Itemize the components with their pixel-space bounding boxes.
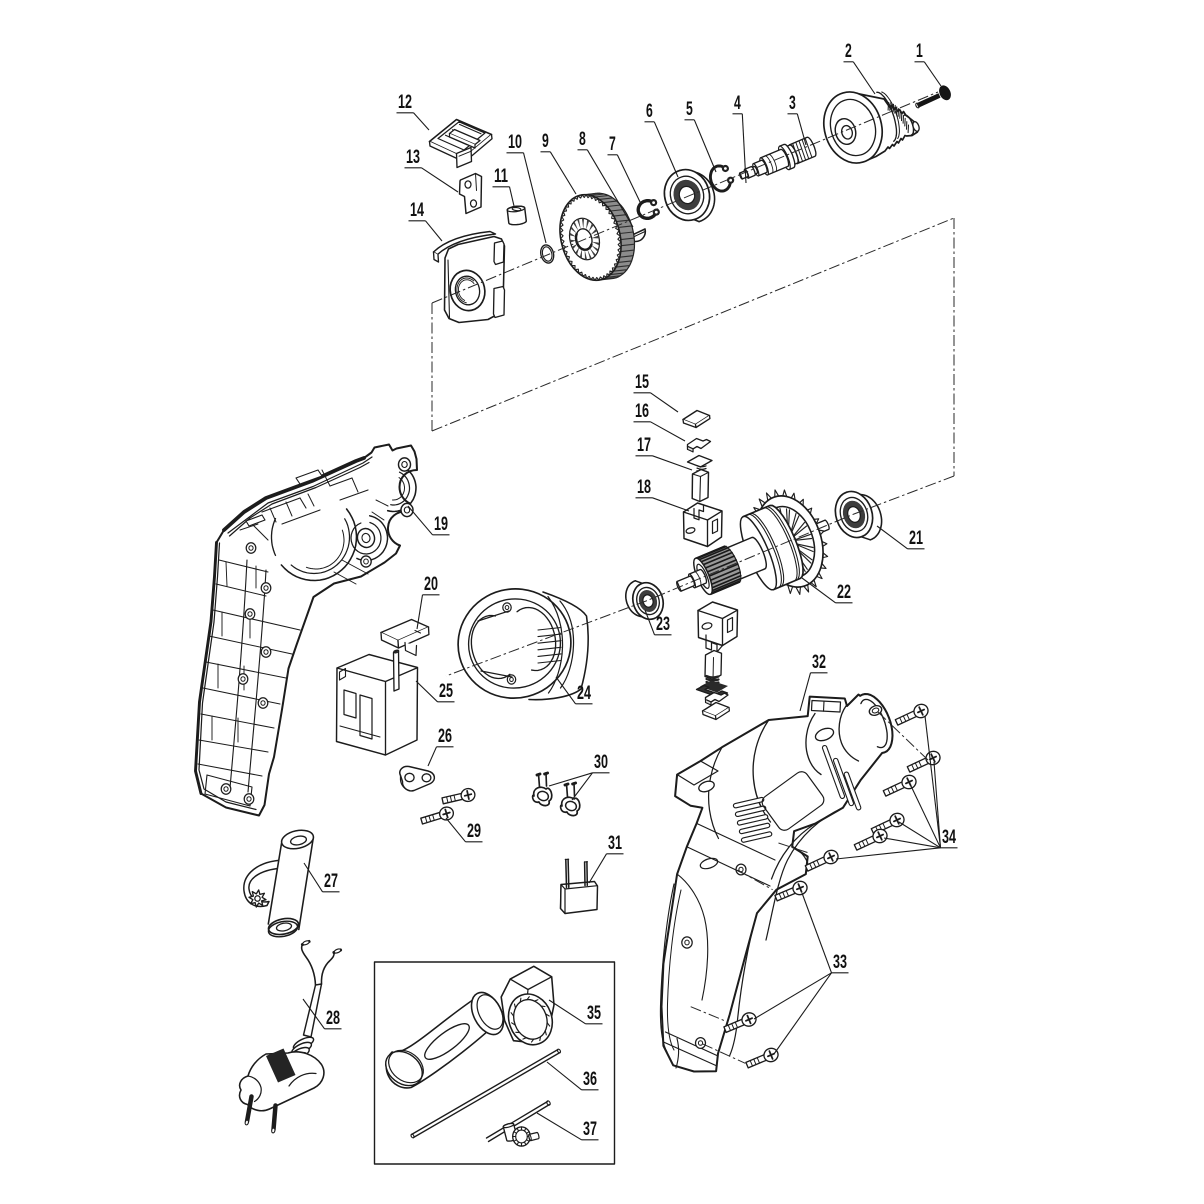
svg-text:23: 23 <box>656 614 670 635</box>
svg-text:33: 33 <box>833 952 847 973</box>
svg-text:24: 24 <box>577 683 591 704</box>
svg-text:10: 10 <box>508 132 522 153</box>
svg-text:18: 18 <box>637 477 651 498</box>
svg-text:20: 20 <box>424 574 438 595</box>
svg-text:25: 25 <box>439 681 453 702</box>
svg-text:1: 1 <box>916 41 923 62</box>
svg-text:26: 26 <box>438 726 452 747</box>
svg-text:7: 7 <box>609 134 616 155</box>
svg-text:15: 15 <box>635 372 649 393</box>
svg-text:28: 28 <box>326 1008 340 1029</box>
svg-text:37: 37 <box>583 1119 597 1140</box>
svg-text:31: 31 <box>608 833 622 854</box>
svg-text:21: 21 <box>909 528 923 549</box>
svg-text:29: 29 <box>467 821 481 842</box>
svg-text:30: 30 <box>594 752 608 773</box>
svg-text:5: 5 <box>686 99 693 120</box>
svg-text:35: 35 <box>587 1003 601 1024</box>
svg-text:27: 27 <box>324 871 338 892</box>
svg-text:8: 8 <box>579 129 586 150</box>
svg-text:3: 3 <box>789 93 796 114</box>
svg-text:11: 11 <box>494 166 508 187</box>
svg-text:6: 6 <box>646 101 653 122</box>
svg-text:22: 22 <box>837 582 851 603</box>
svg-text:34: 34 <box>942 827 956 848</box>
svg-text:14: 14 <box>410 200 424 221</box>
svg-text:16: 16 <box>635 401 649 422</box>
svg-text:2: 2 <box>845 41 852 62</box>
svg-text:13: 13 <box>406 147 420 168</box>
svg-text:32: 32 <box>812 652 826 673</box>
svg-text:4: 4 <box>734 93 741 114</box>
svg-text:12: 12 <box>398 92 412 113</box>
svg-text:36: 36 <box>583 1069 597 1090</box>
svg-text:17: 17 <box>637 435 651 456</box>
svg-text:9: 9 <box>542 131 549 152</box>
svg-text:19: 19 <box>434 514 448 535</box>
